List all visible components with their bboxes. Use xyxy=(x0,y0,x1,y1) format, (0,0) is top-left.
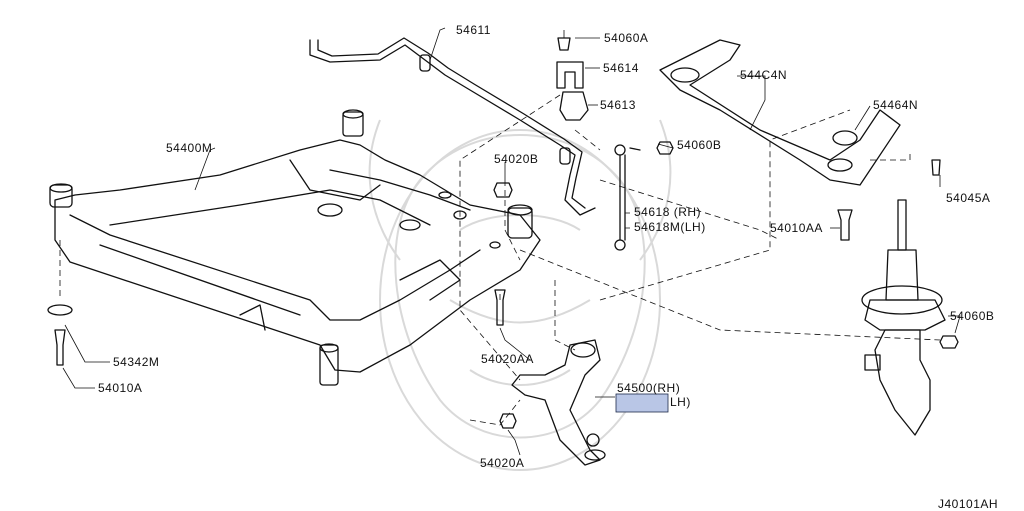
guide-lines xyxy=(59,94,941,426)
label-54613: 54613 xyxy=(600,98,636,112)
label-54400m: 54400M xyxy=(166,141,212,155)
label-54342m: 54342M xyxy=(113,355,159,369)
strut-assembly xyxy=(861,199,946,436)
lower-control-arm xyxy=(511,339,606,466)
label-54464n: 54464N xyxy=(873,98,918,112)
label-54010a: 54010A xyxy=(98,381,142,395)
label-54060a: 54060A xyxy=(604,31,648,45)
bolts xyxy=(47,159,941,366)
label-54618-rh: 54618 (RH) xyxy=(634,205,701,219)
label-544c4n: 544C4N xyxy=(740,68,787,82)
label-54614: 54614 xyxy=(603,61,639,75)
label-54611: 54611 xyxy=(456,23,491,37)
label-54020aa: 54020AA xyxy=(481,352,534,366)
label-54500-rh: 54500(RH) xyxy=(617,381,680,395)
label-54020a: 54020A xyxy=(480,456,524,470)
label-54045a: 54045A xyxy=(946,191,990,205)
diagram-code: J40101AH xyxy=(938,497,998,511)
label-lh: LH) xyxy=(670,395,691,409)
leader-lines xyxy=(62,27,961,456)
watermark-emblem xyxy=(368,119,672,471)
stabilizer-bar xyxy=(309,37,596,216)
label-54010aa: 54010AA xyxy=(770,221,823,235)
part-labels: 54611 54400M 54342M 54010A 54060A 54614 … xyxy=(98,23,998,511)
nuts xyxy=(493,141,959,429)
stabilizer-link xyxy=(614,144,641,251)
arm-label-highlight xyxy=(615,393,669,413)
label-54060b-strut: 54060B xyxy=(950,309,994,323)
label-54020b: 54020B xyxy=(494,152,538,166)
front-crossmember xyxy=(49,109,541,386)
clamp-assembly xyxy=(556,30,589,121)
label-54618m-lh: 54618M(LH) xyxy=(634,220,706,234)
label-54060b-mid: 54060B xyxy=(677,138,721,152)
suspension-stay xyxy=(659,39,901,186)
